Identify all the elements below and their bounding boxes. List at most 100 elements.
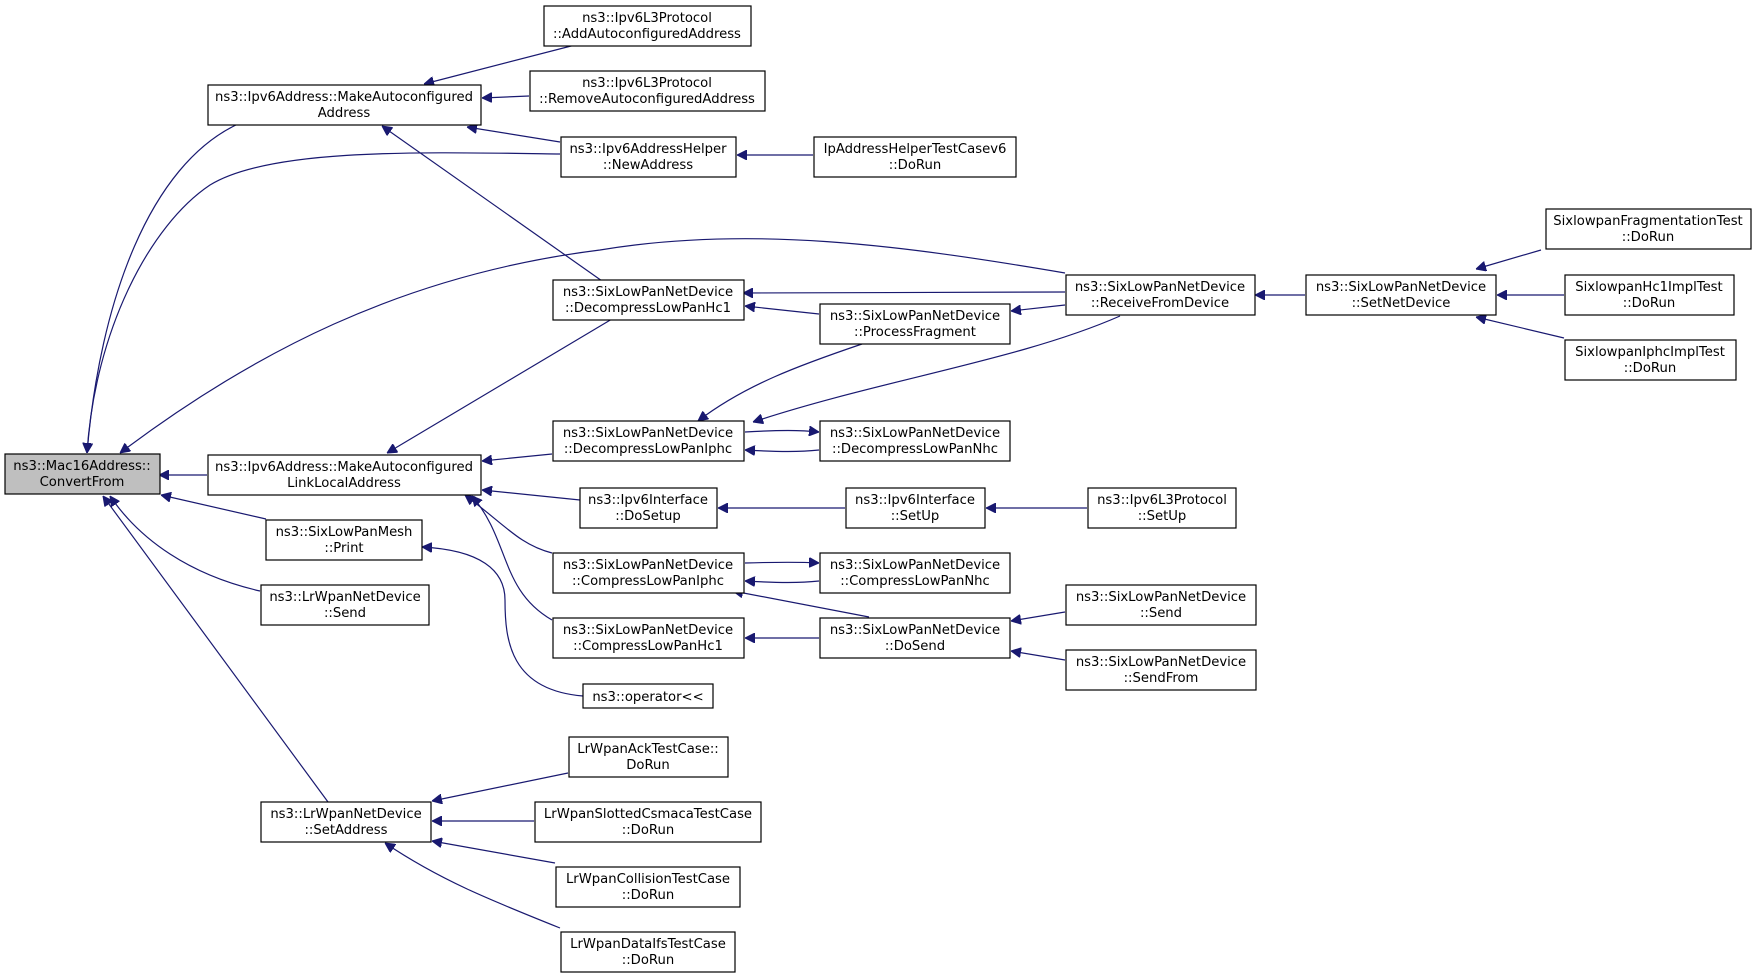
node-label: ::DoSetup <box>615 509 681 524</box>
edge-processfragment-to-decomphc1 <box>745 306 820 315</box>
node-label: LrWpanAckTestCase:: <box>577 742 718 757</box>
node-label: LrWpanDataIfsTestCase <box>570 937 726 952</box>
node-label: ns3::Ipv6L3Protocol <box>1097 493 1227 508</box>
edge-removeautoconf-to-autoconf <box>482 96 530 98</box>
node-ipaddresshelpertestcasev6-dorun[interactable]: IpAddressHelperTestCasev6 ::DoRun <box>813 136 1017 178</box>
node-label: ns3::Mac16Address:: <box>13 459 150 474</box>
node-sixlowpannetdevice-compresslowpaniphc[interactable]: ns3::SixLowPanNetDevice ::CompressLowPan… <box>552 552 745 594</box>
node-ipv6addresshelper-newaddress[interactable]: ns3::Ipv6AddressHelper ::NewAddress <box>560 136 737 178</box>
node-label: DoRun <box>626 758 670 773</box>
node-label: ns3::operator<< <box>592 690 703 705</box>
edge-acktest-to-setaddress <box>432 772 569 801</box>
node-sixlowpannetdevice-dosend[interactable]: ns3::SixLowPanNetDevice ::DoSend <box>819 617 1011 659</box>
edge-decompiphc-to-decompnhc <box>744 431 819 433</box>
node-label: ::SendFrom <box>1124 671 1199 686</box>
node-label: ::Send <box>324 606 366 621</box>
node-label: ns3::Ipv6L3Protocol <box>582 11 712 26</box>
edge-decomphc1-to-linklocal <box>387 318 613 453</box>
node-sixlowpannetdevice-decompresslowpannhc[interactable]: ns3::SixLowPanNetDevice ::DecompressLowP… <box>819 420 1011 462</box>
node-label: ns3::SixLowPanNetDevice <box>1076 655 1246 670</box>
node-label: ::Send <box>1140 606 1182 621</box>
edge-iphctest-to-setnetdevice <box>1476 317 1565 339</box>
node-lrwpannetdevice-setaddress[interactable]: ns3::LrWpanNetDevice ::SetAddress <box>260 801 432 843</box>
node-sixlowpannetdevice-compresslowpannhc[interactable]: ns3::SixLowPanNetDevice ::CompressLowPan… <box>819 552 1011 594</box>
edge-compiphc-to-compnhc <box>744 562 819 563</box>
node-label: ::DoRun <box>1624 361 1676 376</box>
node-label: ns3::LrWpanNetDevice <box>270 807 421 822</box>
node-sixlowpannetdevice-processfragment[interactable]: ns3::SixLowPanNetDevice ::ProcessFragmen… <box>819 303 1011 345</box>
node-sixlowpannetdevice-decompresslowpanhc1[interactable]: ns3::SixLowPanNetDevice ::DecompressLowP… <box>552 279 745 321</box>
edge-newaddress-to-autoconf <box>467 127 561 143</box>
node-ipv6l3protocol-setup[interactable]: ns3::Ipv6L3Protocol ::SetUp <box>1087 487 1237 529</box>
node-label: ::DecompressLowPanIphc <box>564 442 732 457</box>
edge-dataifstest-to-setaddress <box>385 843 561 929</box>
edge-collisiontest-to-setaddress <box>432 841 556 864</box>
node-ipv6l3protocol-removeautoconfiguredaddress[interactable]: ns3::Ipv6L3Protocol ::RemoveAutoconfigur… <box>529 70 766 112</box>
node-label: ::ProcessFragment <box>854 325 976 340</box>
node-label: ::CompressLowPanNhc <box>840 574 990 589</box>
edges <box>87 44 1565 929</box>
node-ipv6address-makeautoconfigured-linklocaladdress[interactable]: ns3::Ipv6Address::MakeAutoconfigured Lin… <box>207 454 482 496</box>
node-label: ns3::Ipv6Address::MakeAutoconfigured <box>215 460 473 475</box>
node-lrwpancollisiontestcase-dorun[interactable]: LrWpanCollisionTestCase ::DoRun <box>555 866 741 908</box>
edge-receivefromdevice-to-decomphc1 <box>743 292 1066 293</box>
node-lrwpanacktestcase-dorun[interactable]: LrWpanAckTestCase:: DoRun <box>568 736 729 778</box>
edge-ipv6-autoconf-to-mac16 <box>87 123 239 453</box>
node-label: ns3::SixLowPanNetDevice <box>563 285 733 300</box>
edge-decomphc1-to-autoconf <box>382 126 613 289</box>
node-label: ::DoSend <box>885 639 945 654</box>
node-label: ::DoRun <box>1622 230 1674 245</box>
edge-comphc1-to-linklocal <box>472 496 553 621</box>
edge-sixlowpanmesh-print-to-mac16 <box>161 495 267 520</box>
node-label: ::Print <box>324 541 363 556</box>
node-label: ::SetUp <box>891 509 940 524</box>
node-label: SixlowpanHc1ImplTest <box>1575 280 1722 295</box>
node-ipv6interface-dosetup[interactable]: ns3::Ipv6Interface ::DoSetup <box>579 487 718 529</box>
node-sixlowpanhc1impltest-dorun[interactable]: SixlowpanHc1ImplTest ::DoRun <box>1564 274 1735 316</box>
node-sixlowpanmesh-print[interactable]: ns3::SixLowPanMesh ::Print <box>265 519 423 561</box>
edge-addautoconf-to-autoconf <box>424 44 576 84</box>
node-sixlowpannetdevice-decompresslowpaniphc[interactable]: ns3::SixLowPanNetDevice ::DecompressLowP… <box>552 420 745 462</box>
edge-dosetup-to-linklocal <box>482 490 581 501</box>
node-ipv6interface-setup[interactable]: ns3::Ipv6Interface ::SetUp <box>845 487 986 529</box>
node-ipv6l3protocol-addautoconfiguredaddress[interactable]: ns3::Ipv6L3Protocol ::AddAutoconfiguredA… <box>543 5 752 47</box>
edge-operator-to-print <box>422 547 584 697</box>
node-ipv6address-makeautoconfigured-address[interactable]: ns3::Ipv6Address::MakeAutoconfigured Add… <box>207 84 482 126</box>
nodes: ns3::Mac16Address:: ConvertFrom ns3::Ipv… <box>4 5 1752 973</box>
node-sixlowpannetdevice-send[interactable]: ns3::SixLowPanNetDevice ::Send <box>1065 584 1257 626</box>
node-label: ::DoRun <box>889 158 941 173</box>
node-label: ::AddAutoconfiguredAddress <box>553 27 741 42</box>
node-sixlowpannetdevice-receivefromdevice[interactable]: ns3::SixLowPanNetDevice ::ReceiveFromDev… <box>1065 274 1256 316</box>
node-label: ns3::SixLowPanNetDevice <box>830 558 1000 573</box>
node-label: ns3::SixLowPanNetDevice <box>1075 280 1245 295</box>
node-label: ns3::Ipv6Interface <box>588 493 708 508</box>
node-label: LinkLocalAddress <box>287 476 401 491</box>
node-mac16-convertfrom[interactable]: ns3::Mac16Address:: ConvertFrom <box>4 453 161 495</box>
edge-fragtest-to-setnetdevice <box>1476 249 1542 269</box>
node-label: ns3::SixLowPanNetDevice <box>830 623 1000 638</box>
node-label: SixlowpanIphcImplTest <box>1575 345 1725 360</box>
edge-lrwpan-setaddress-to-mac16 <box>103 496 329 803</box>
node-label: ::ReceiveFromDevice <box>1091 296 1229 311</box>
node-label: ::CompressLowPanHc1 <box>573 639 723 654</box>
node-label: ns3::Ipv6L3Protocol <box>582 76 712 91</box>
node-sixlowpannetdevice-setnetdevice[interactable]: ns3::SixLowPanNetDevice ::SetNetDevice <box>1305 274 1497 316</box>
edge-send-to-dosend <box>1011 611 1066 621</box>
node-lrwpannetdevice-send[interactable]: ns3::LrWpanNetDevice ::Send <box>260 584 430 626</box>
node-sixlowpanfragmentationtest-dorun[interactable]: SixlowpanFragmentationTest ::DoRun <box>1545 208 1752 250</box>
node-label: ns3::Ipv6AddressHelper <box>569 142 727 157</box>
node-label: ::DecompressLowPanNhc <box>832 442 998 457</box>
node-sixlowpaniphcimpltest-dorun[interactable]: SixlowpanIphcImplTest ::DoRun <box>1564 339 1737 381</box>
node-lrwpandataifstestcase-dorun[interactable]: LrWpanDataIfsTestCase ::DoRun <box>560 931 736 973</box>
node-label: ns3::SixLowPanNetDevice <box>830 309 1000 324</box>
node-sixlowpannetdevice-compresslowpanhc1[interactable]: ns3::SixLowPanNetDevice ::CompressLowPan… <box>552 617 745 659</box>
node-lrwpanslottedcsmacatestcase-dorun[interactable]: LrWpanSlottedCsmacaTestCase ::DoRun <box>534 801 762 843</box>
node-label: ns3::SixLowPanNetDevice <box>563 623 733 638</box>
node-label: ::NewAddress <box>603 158 693 173</box>
node-label: ns3::SixLowPanNetDevice <box>830 426 1000 441</box>
node-label: ::DoRun <box>622 888 674 903</box>
node-ns3-operator[interactable]: ns3::operator<< <box>582 683 714 709</box>
node-label: ::DoRun <box>1623 296 1675 311</box>
node-sixlowpannetdevice-sendfrom[interactable]: ns3::SixLowPanNetDevice ::SendFrom <box>1065 649 1257 691</box>
node-label: ::DoRun <box>622 823 674 838</box>
